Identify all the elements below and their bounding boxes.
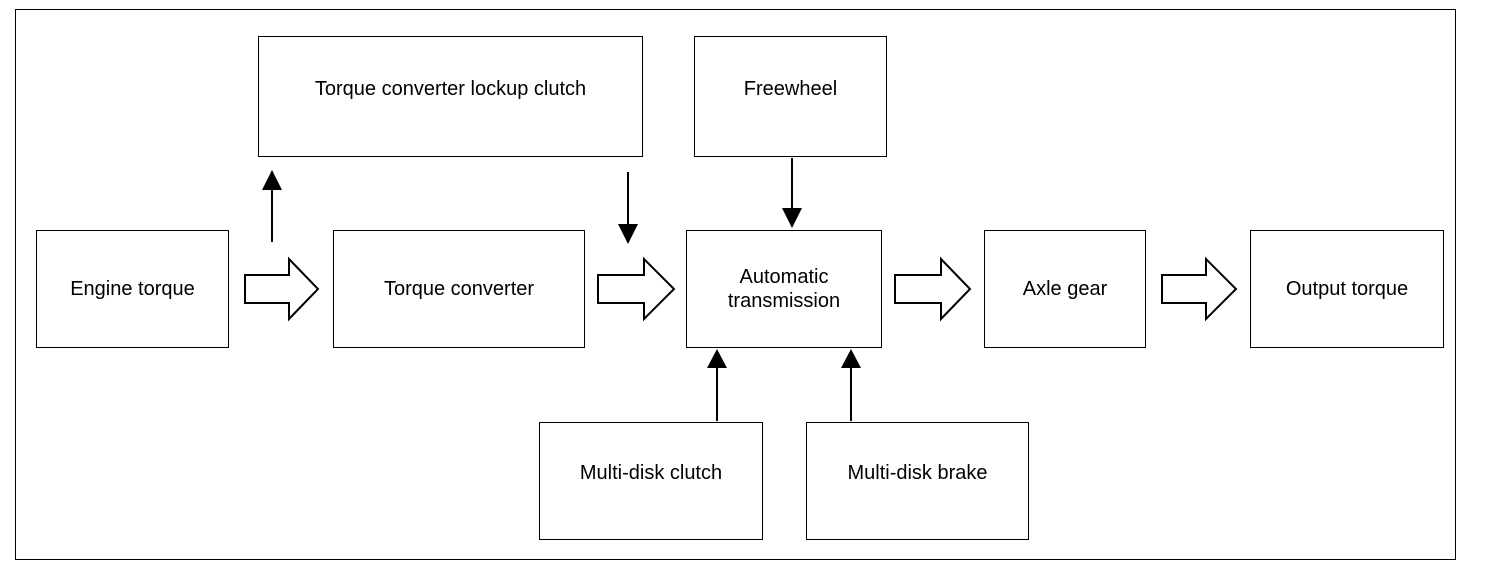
node-multi-disk-clutch: Multi-disk clutch [539,422,763,540]
node-freewheel: Freewheel [694,36,887,157]
node-engine-torque: Engine torque [36,230,229,348]
node-torque-converter-label: Torque converter [383,278,535,300]
diagram-frame [15,9,1456,560]
node-axle-gear-label: Axle gear [1022,278,1108,300]
node-multi-disk-clutch-label: Multi-disk clutch [579,462,723,484]
node-output-torque-label: Output torque [1285,278,1409,300]
node-lockup-clutch: Torque converter lockup clutch [258,36,643,157]
node-multi-disk-brake-label: Multi-disk brake [847,462,988,484]
node-automatic-transmission-label: Automatic transmission [727,266,841,312]
node-output-torque: Output torque [1250,230,1444,348]
node-lockup-clutch-label: Torque converter lockup clutch [314,78,587,100]
node-axle-gear: Axle gear [984,230,1146,348]
node-torque-converter: Torque converter [333,230,585,348]
node-freewheel-label: Freewheel [743,78,838,100]
node-automatic-transmission: Automatic transmission [686,230,882,348]
node-multi-disk-brake: Multi-disk brake [806,422,1029,540]
node-engine-torque-label: Engine torque [70,278,195,300]
